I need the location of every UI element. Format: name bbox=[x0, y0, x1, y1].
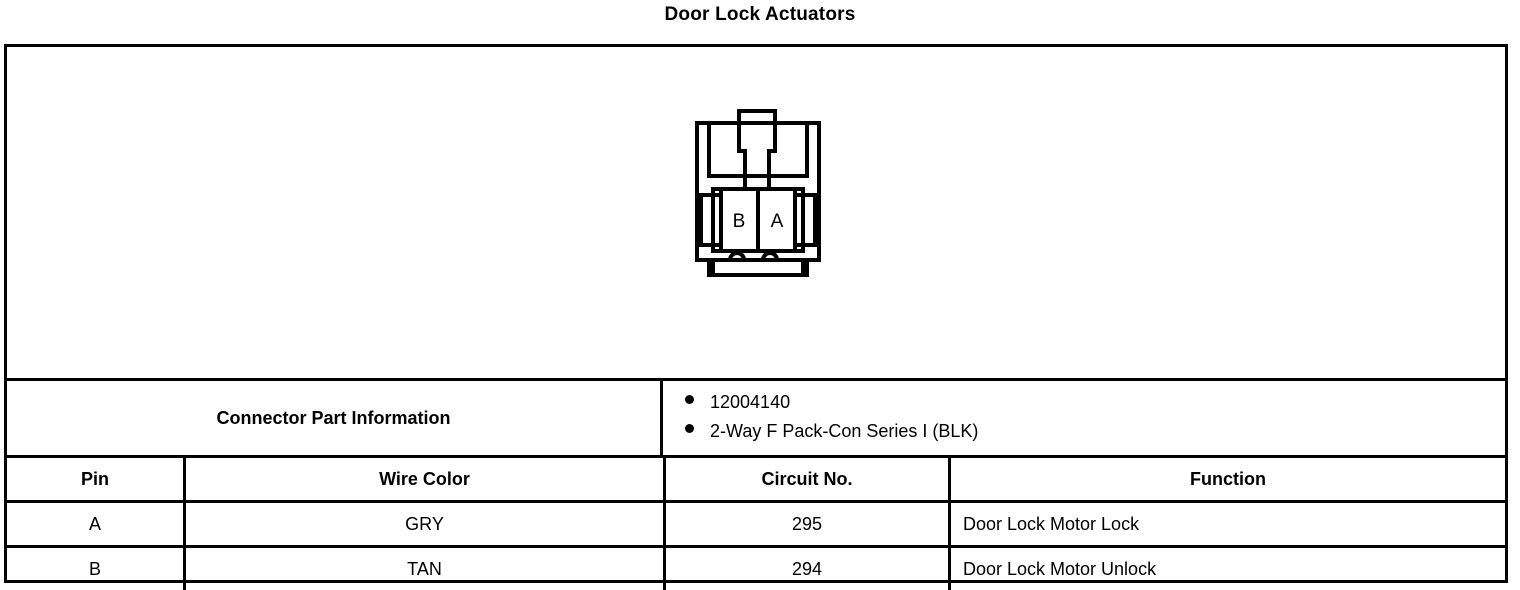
table-row: A GRY 295 Door Lock Motor Lock bbox=[7, 502, 1505, 547]
cell-wire-color: GRY bbox=[185, 502, 665, 547]
cell-function: Door Lock Motor Lock bbox=[950, 502, 1506, 547]
connector-part-information-label: Connector Part Information bbox=[7, 381, 660, 455]
part-number-text: 12004140 bbox=[710, 388, 790, 417]
pin-assignment-table: Pin Wire Color Circuit No. Function A GR… bbox=[7, 455, 1505, 590]
cell-wire-color: TAN bbox=[185, 547, 665, 590]
cell-pin: B bbox=[7, 547, 185, 590]
column-header-function: Function bbox=[950, 457, 1506, 502]
list-item: 2-Way F Pack-Con Series I (BLK) bbox=[685, 417, 1505, 446]
cell-function: Door Lock Motor Unlock bbox=[950, 547, 1506, 590]
page-title: Door Lock Actuators bbox=[0, 2, 1520, 28]
column-header-pin: Pin bbox=[7, 457, 185, 502]
cell-pin: A bbox=[7, 502, 185, 547]
column-header-circuit-no: Circuit No. bbox=[665, 457, 950, 502]
table-header-row: Pin Wire Color Circuit No. Function bbox=[7, 457, 1505, 502]
connector-illustration: B A bbox=[693, 103, 833, 285]
table-row: B TAN 294 Door Lock Motor Unlock bbox=[7, 547, 1505, 590]
bullet-icon bbox=[685, 424, 694, 433]
column-header-wire-color: Wire Color bbox=[185, 457, 665, 502]
connector-part-information-row: Connector Part Information 12004140 2-Wa… bbox=[7, 378, 1505, 455]
connector-diagram-panel: B A bbox=[7, 47, 1505, 378]
cavity-label-a: A bbox=[771, 211, 784, 232]
bullet-icon bbox=[685, 395, 694, 404]
connector-part-information-values: 12004140 2-Way F Pack-Con Series I (BLK) bbox=[660, 381, 1505, 455]
part-description-text: 2-Way F Pack-Con Series I (BLK) bbox=[710, 417, 978, 446]
cavity-label-b: B bbox=[733, 211, 746, 232]
cell-circuit-no: 295 bbox=[665, 502, 950, 547]
cell-circuit-no: 294 bbox=[665, 547, 950, 590]
content-frame: B A Connector Part Information 12004140 … bbox=[4, 44, 1508, 583]
list-item: 12004140 bbox=[685, 388, 1505, 417]
connector-svg: B A bbox=[693, 103, 833, 285]
